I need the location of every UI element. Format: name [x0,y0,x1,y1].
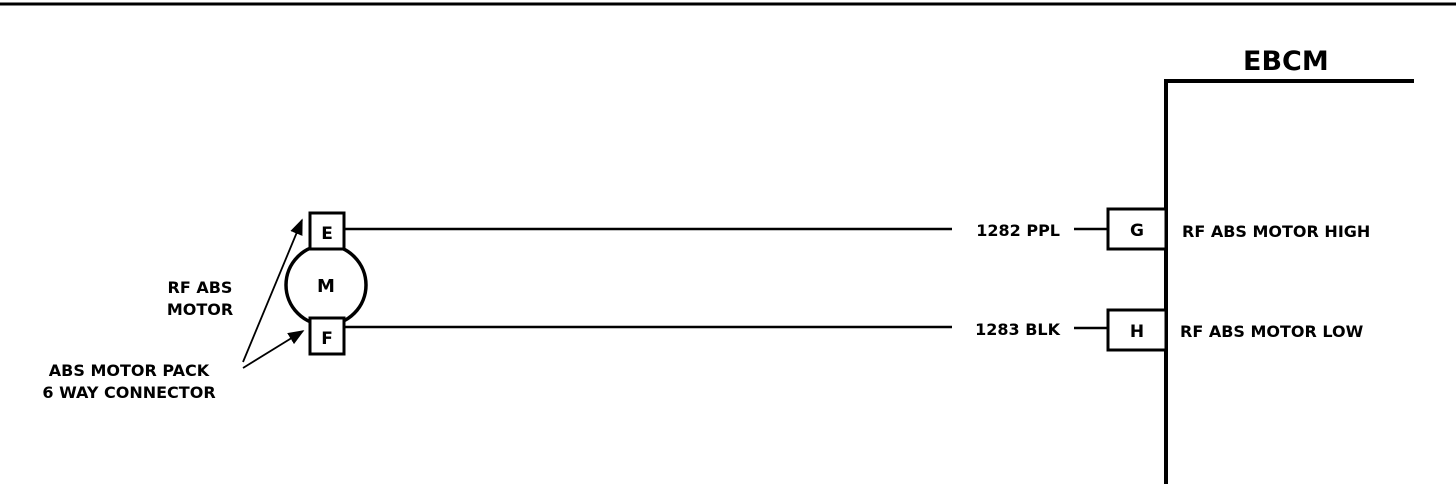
motor-pin-e-label: E [321,224,333,244]
leader-arrow-to-pin-f [242,330,305,369]
connector-label-line1: ABS MOTOR PACK [49,361,210,380]
ebcm-pin-h-label: H [1130,322,1144,342]
ebcm-module: EBCM [1164,46,1414,484]
ebcm-pin-g-label: G [1130,221,1144,241]
wire-1282-label: 1282 PPL [976,221,1060,240]
motor-name-line1: RF ABS [168,278,233,297]
ebcm-function-high: RF ABS MOTOR HIGH [1182,222,1370,241]
rf-abs-motor: M [284,243,368,327]
motor-name-line2: MOTOR [167,300,233,319]
wire-1283-label: 1283 BLK [975,320,1060,339]
ebcm-pin-g-box [1106,207,1168,251]
ebcm-pin-h-box [1106,308,1168,352]
motor-symbol: M [317,276,335,297]
circuit-high: 1282 PPL [344,221,1108,240]
ebcm-function-low: RF ABS MOTOR LOW [1180,322,1364,341]
ebcm-pin-h: H [1106,308,1168,352]
motor-pin-f: F [308,316,346,356]
leader-arrow-to-pin-e [242,218,303,363]
motor-pin-e: E [308,211,346,251]
connector-label-line2: 6 WAY CONNECTOR [42,383,215,402]
circuit-low: 1283 BLK [344,320,1108,339]
motor-pin-f-box [308,316,346,356]
module-title: EBCM [1243,46,1329,77]
ebcm-pin-g: G [1106,207,1168,251]
motor-pin-e-box [308,211,346,251]
motor-pin-f-label: F [321,329,333,349]
module-boundary [1164,79,1414,484]
